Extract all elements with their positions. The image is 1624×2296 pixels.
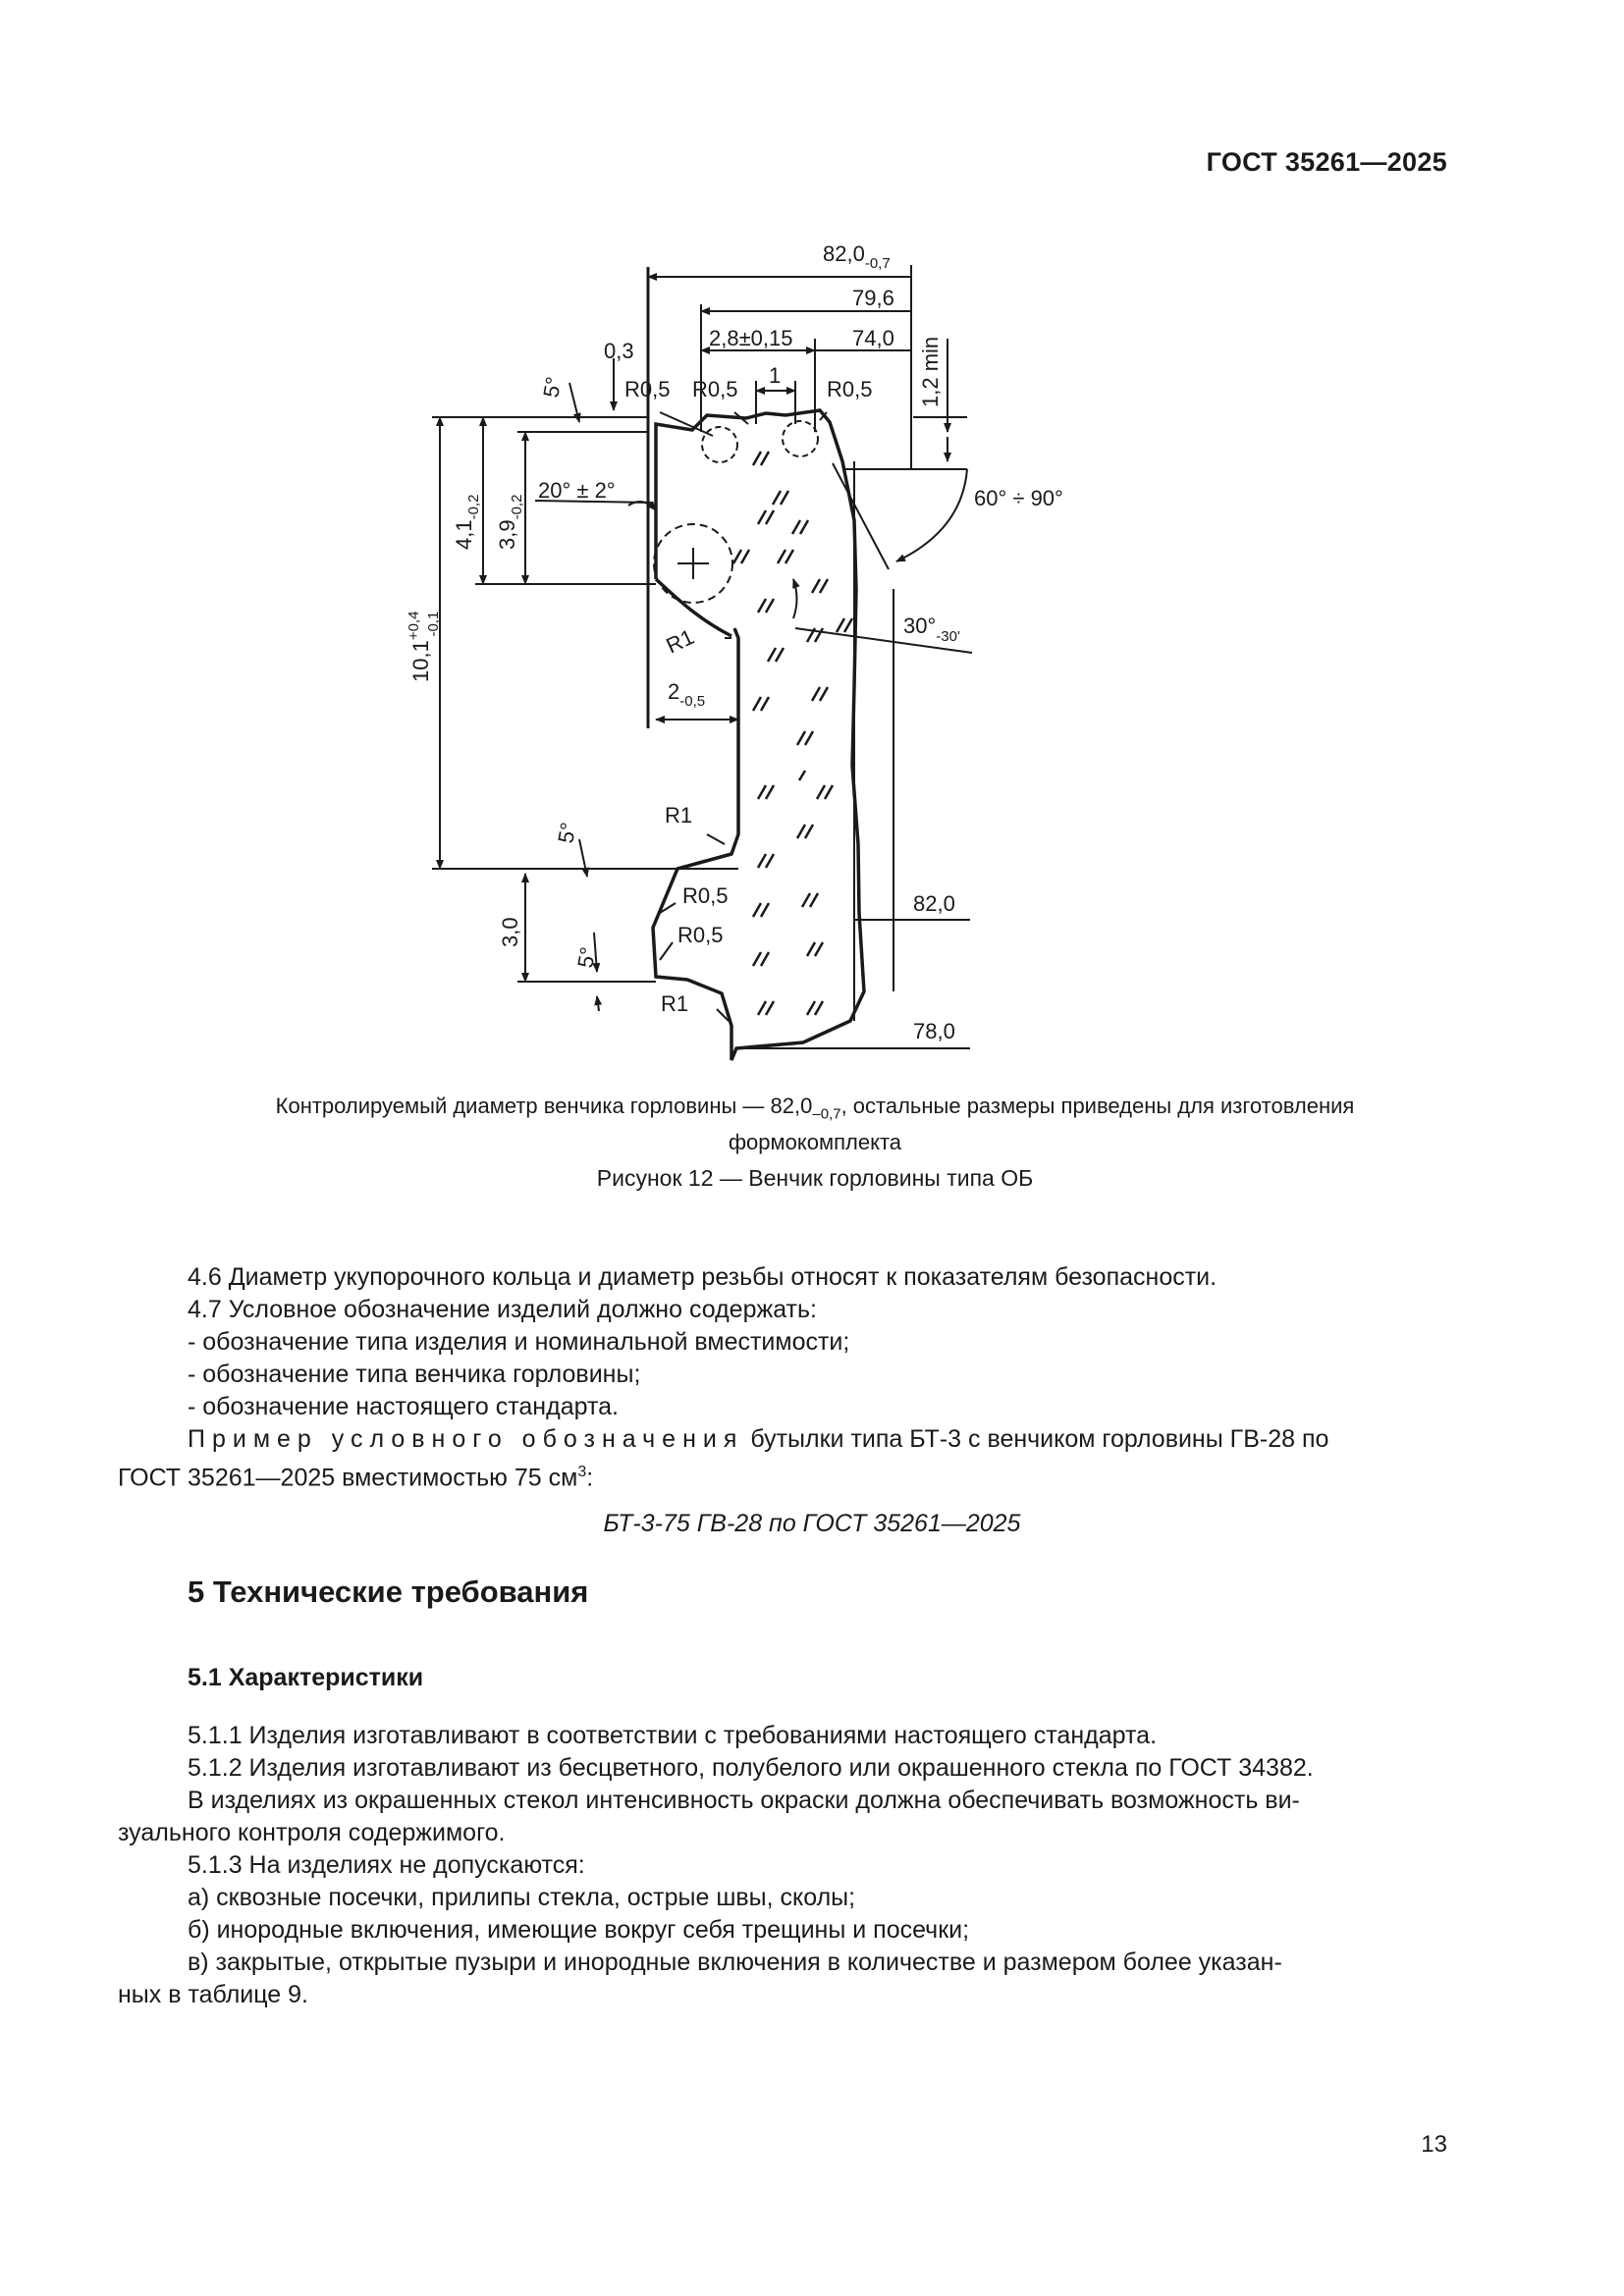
paragraph-5-1-2: 5.1.2 Изделия изготавливают из бесцветно… <box>188 1754 1314 1782</box>
page-number: 13 <box>1421 2131 1447 2158</box>
designation-example: БТ-3-75 ГВ-28 по ГОСТ 35261—2025 <box>603 1510 1021 1537</box>
dim-1-text: 1 <box>769 363 781 388</box>
radius-circle-small-right <box>782 420 819 457</box>
dim-79-6-text: 79,6 <box>852 286 894 310</box>
dim-10-1-text: 10,1+0,4-0,1 <box>406 612 442 682</box>
glass-profile-outline <box>651 408 866 1061</box>
dim-3-9-text: 3,9-0,2 <box>495 495 525 550</box>
paragraph-4-6: 4.6 Диаметр укупорочного кольца и диамет… <box>188 1263 1218 1291</box>
figure-caption: Контролируемый диаметр венчика горловины… <box>275 1094 1355 1155</box>
paragraph-5-1-1: 5.1.1 Изделия изготавливают в соответств… <box>188 1722 1158 1749</box>
angle-60-90-text: 60° ÷ 90° <box>974 486 1063 510</box>
r05-lower2-text: R0,5 <box>677 923 723 947</box>
paragraph-5-1-2-cont: В изделиях из окрашенных стекол интенсив… <box>188 1787 1300 1814</box>
neck-finish-drawing: 82,0-0,7 79,6 2,8±0,15 74,0 1 0,3 5° R0,… <box>406 241 1063 1061</box>
r05-left-text: R0,5 <box>624 377 670 401</box>
list-item-c-cont: ных в таблице 9. <box>118 1981 309 2008</box>
list-item: - обозначение типа изделия и номинальной… <box>188 1328 850 1356</box>
dim-5deg-bottom-text: 5° <box>572 945 600 970</box>
paragraph-5-1-2-cont2: зуального контроля содержимого. <box>118 1819 506 1846</box>
dim-78-text: 78,0 <box>913 1019 955 1043</box>
dim-5deg-mid-text: 5° <box>553 821 580 845</box>
list-item-c: в) закрытые, открытые пузыри и инородные… <box>188 1949 1282 1976</box>
r1-mid-text: R1 <box>665 803 692 828</box>
dim-82-text: 82,0-0,7 <box>823 241 891 272</box>
dim-3-0-text: 3,0 <box>498 917 522 947</box>
r05-lower1-text: R0,5 <box>682 883 728 908</box>
dim-4-1-text: 4,1-0,2 <box>452 495 482 550</box>
r1-top-text: R1 <box>663 624 698 659</box>
dim-82-plain-text: 82,0 <box>913 891 955 916</box>
r1-bottom-text: R1 <box>661 991 688 1016</box>
dim-5deg-top-text: 5° <box>538 375 566 400</box>
dim-0-3-text: 0,3 <box>604 339 634 363</box>
angle-20-text: 20° ± 2° <box>538 478 616 503</box>
example-paragraph-line2: ГОСТ 35261—2025 вместимостью 75 см3: <box>118 1464 594 1492</box>
radius-circle-small-left <box>701 426 738 463</box>
dim-2-text: 2-0,5 <box>668 679 705 710</box>
r05-mid-text: R0,5 <box>692 377 737 401</box>
list-item: - обозначение типа венчика горловины; <box>188 1361 641 1388</box>
paragraph-4-7: 4.7 Условное обозначение изделий должно … <box>188 1296 817 1323</box>
dim-1-2min-text: 1,2 min <box>918 337 943 407</box>
list-item-a: а) сквозные посечки, прилипы стекла, ост… <box>188 1884 856 1911</box>
document-header-id: ГОСТ 35261—2025 <box>1206 147 1447 177</box>
figure-title: Рисунок 12 — Венчик горловины типа ОБ <box>596 1165 1034 1191</box>
dim-2-8-text: 2,8±0,15 <box>709 326 792 350</box>
paragraph-5-1-3: 5.1.3 На изделиях не допускаются: <box>188 1851 585 1879</box>
example-paragraph: Пример условного обозначения бутылки тип… <box>188 1425 1329 1453</box>
r05-right-text: R0,5 <box>827 377 872 401</box>
list-item: - обозначение настоящего стандарта. <box>188 1393 619 1420</box>
example-spaced-label: Пример условного обозначения <box>188 1425 744 1453</box>
list-item-b: б) инородные включения, имеющие вокруг с… <box>188 1916 970 1944</box>
section-5-1-heading: 5.1 Характеристики <box>188 1664 424 1691</box>
section-5-heading: 5 Технические требования <box>188 1575 589 1609</box>
glass-inner-left <box>654 577 732 638</box>
angle-30-text: 30°-30' <box>903 614 960 645</box>
dim-74-text: 74,0 <box>852 326 894 350</box>
radius-circle-large <box>653 523 733 604</box>
